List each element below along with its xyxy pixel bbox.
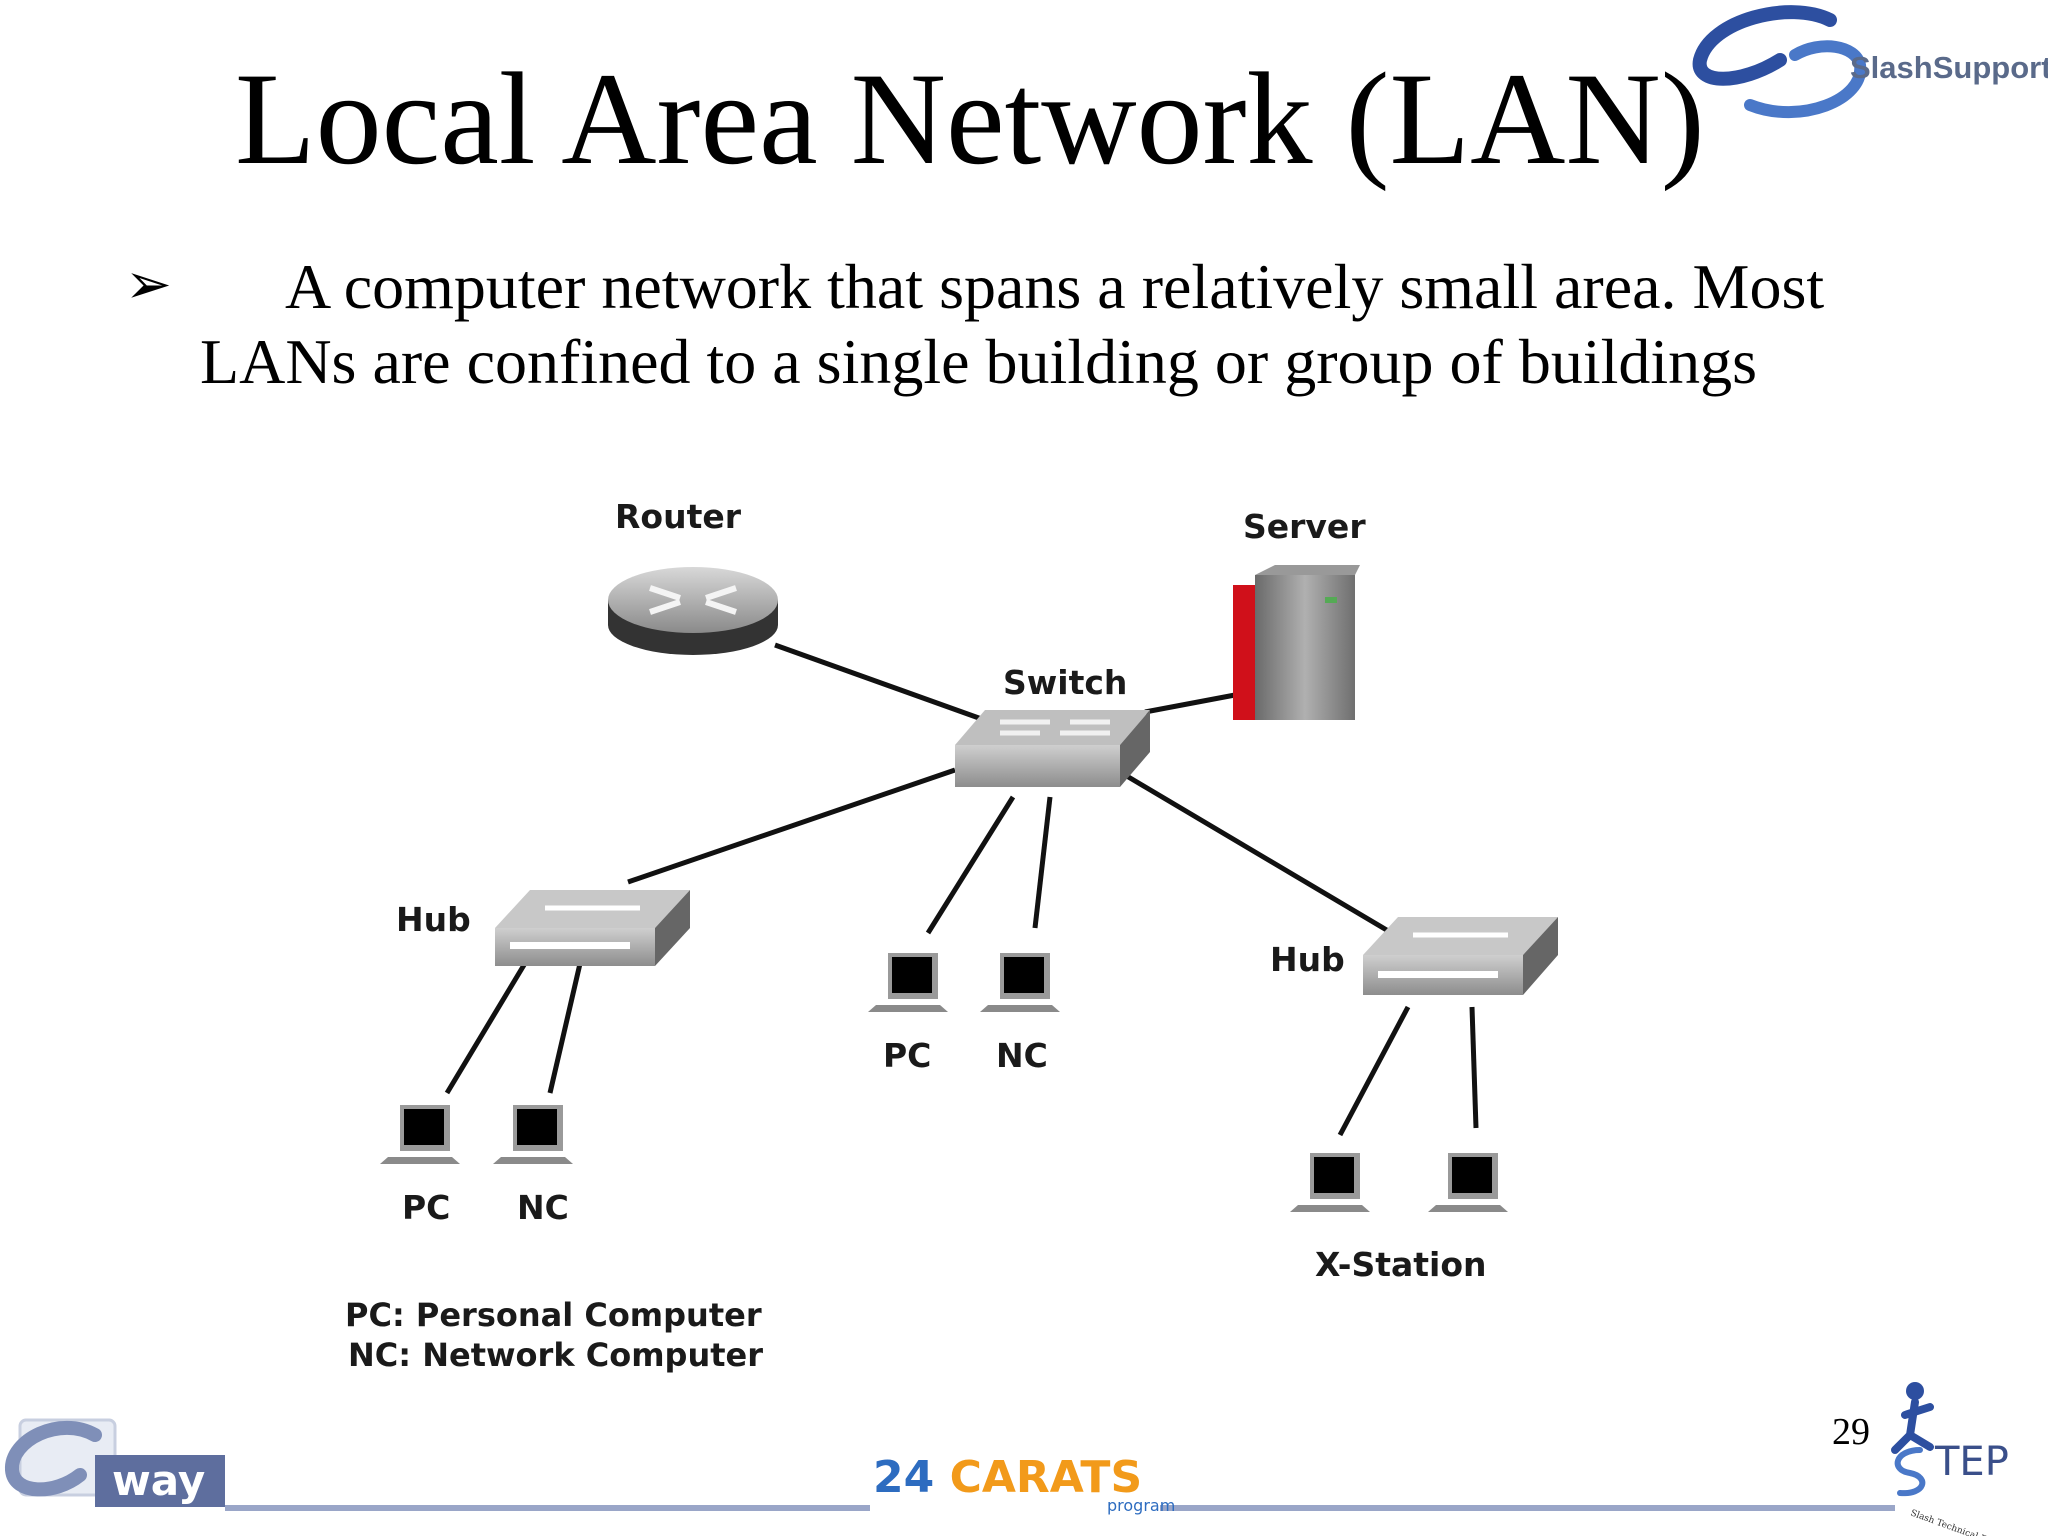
page-number: 29: [1832, 1411, 1870, 1453]
24carats-logo: 24 CARATS: [873, 1452, 1142, 1503]
24carats-word: CARATS: [949, 1452, 1143, 1503]
xstation-1-icon: [1290, 1153, 1370, 1212]
bullet-text-line-1: A computer network that spans a relative…: [285, 251, 1825, 322]
switch-label: Switch: [1003, 663, 1128, 702]
footer-line-right: [1160, 1505, 1895, 1511]
footer-line-left: [225, 1505, 870, 1511]
link-hub-right-xstation2: [1469, 1006, 1479, 1129]
step-wordmark: TEP: [1934, 1439, 2009, 1485]
step-subtitle: Slash Technical Enhancement Program: [1909, 1508, 2048, 1536]
hub-left-icon: [495, 890, 690, 966]
link-hub-left-pc: [444, 953, 533, 1095]
switch-icon: [955, 710, 1150, 787]
nc-center-label: NC: [996, 1036, 1048, 1075]
step-logo: TEP Slash Technical Enhancement Program: [1891, 1382, 2048, 1536]
nc-left-icon: [493, 1105, 573, 1164]
hub-left-label: Hub: [396, 900, 471, 939]
link-switch-nc: [1032, 796, 1053, 929]
bullet-text-line-2: LANs are confined to a single building o…: [200, 326, 1758, 397]
24carats-sub: program: [1107, 1496, 1176, 1515]
link-hub-left-nc: [547, 954, 585, 1094]
link-switch-hub-left: [627, 767, 956, 885]
pc-left-label: PC: [402, 1188, 451, 1227]
link-hub-right-xstation1: [1337, 1005, 1411, 1137]
link-switch-server: [1144, 692, 1236, 715]
server-icon: [1233, 565, 1360, 720]
sway-wordmark: way: [112, 1456, 205, 1505]
slide-title: Local Area Network (LAN): [235, 45, 1705, 192]
link-router-switch: [774, 642, 991, 725]
router-icon: [608, 567, 778, 655]
slashsupport-wordmark: SlashSupport: [1850, 50, 2048, 85]
connection-lines: [444, 642, 1479, 1137]
nc-left-label: NC: [517, 1188, 569, 1227]
xstation-label: X-Station: [1315, 1245, 1487, 1284]
pc-center-label: PC: [883, 1036, 932, 1075]
nc-center-icon: [980, 953, 1060, 1012]
sway-logo: way: [5, 1418, 225, 1507]
xstation-2-icon: [1428, 1153, 1508, 1212]
link-switch-pc: [925, 795, 1016, 935]
server-label: Server: [1243, 507, 1366, 546]
24carats-number: 24: [873, 1452, 935, 1503]
hub-right-label: Hub: [1270, 940, 1345, 979]
pc-center-icon: [868, 953, 948, 1012]
legend-pc: PC: Personal Computer: [345, 1296, 762, 1334]
pc-left-icon: [380, 1105, 460, 1164]
slashsupport-logo: [1692, 5, 1867, 119]
bullet-arrow-icon: ➢: [125, 252, 172, 317]
router-label: Router: [615, 497, 742, 536]
legend-nc: NC: Network Computer: [348, 1336, 764, 1374]
link-switch-hub-right: [1118, 769, 1392, 935]
hub-right-icon: [1363, 917, 1558, 995]
